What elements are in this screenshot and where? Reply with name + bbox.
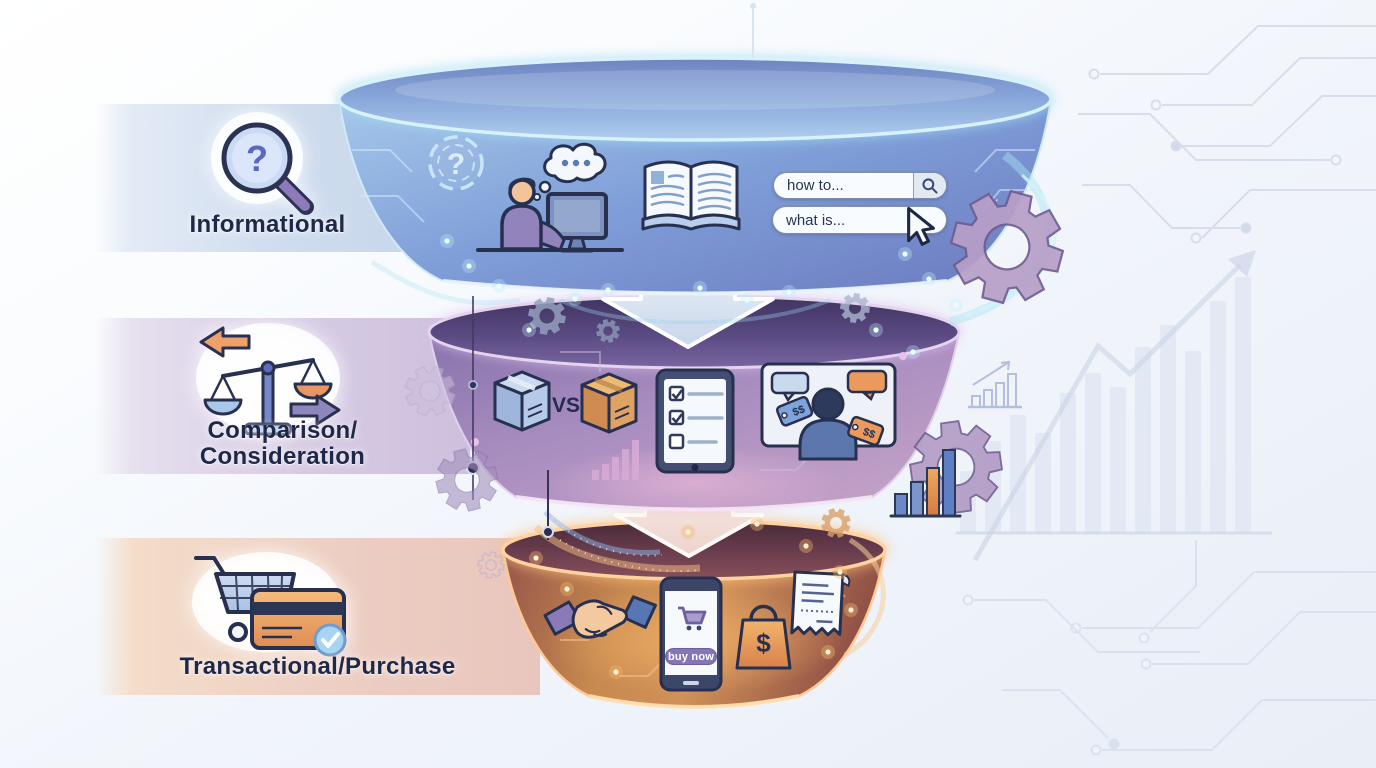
- stage-label-comparison-line1: Comparison/: [207, 417, 358, 444]
- arrow-right-icon: [289, 394, 341, 426]
- stage-band-transactional: Transactional/Purchase: [95, 538, 540, 695]
- speech-bubble-icon: [846, 369, 888, 402]
- search-icon[interactable]: [913, 173, 946, 198]
- receipt-icon: [790, 570, 851, 637]
- price-comparison-panel: $$ $$: [760, 362, 897, 461]
- handshake-icon: [543, 595, 657, 639]
- stage-label-informational: Informational: [189, 211, 346, 238]
- arrow-left-icon: [199, 326, 251, 358]
- vs-label: VS: [552, 394, 580, 417]
- circuit-detail: [560, 351, 811, 471]
- price-tag-icon: $$: [847, 415, 885, 446]
- thought-bubble-icon: [533, 142, 607, 201]
- thinking-person-icon: [476, 142, 624, 253]
- price-tag-label: $$: [861, 426, 877, 441]
- phone-checkout-icon: [659, 576, 723, 692]
- price-tag-label: $$: [791, 403, 807, 419]
- cart-glyph-icon: [678, 606, 707, 631]
- stage-label-comparison-line2: Consideration: [199, 443, 366, 470]
- buy-now-button[interactable]: buy now: [665, 648, 717, 665]
- glow-dots: [440, 234, 963, 679]
- cart-credit-card-icon: [192, 552, 347, 657]
- product-box-blue-icon: [493, 370, 551, 432]
- question-mark: ?: [246, 138, 268, 179]
- circuit-pattern-bottom-right: [962, 540, 1376, 756]
- tablet-checklist-icon: [655, 368, 735, 474]
- speech-bubble-icon: [770, 371, 810, 403]
- trend-arrow-icon: [972, 250, 1256, 562]
- gear-icon: [475, 549, 507, 581]
- magnifier-question-icon: ?: [211, 112, 314, 215]
- price-tag-icon: $$: [775, 395, 814, 427]
- search-bar-how-to[interactable]: how to...: [773, 172, 947, 199]
- circuit-pattern-top-right: [1078, 25, 1376, 244]
- balance-scale-icon: [196, 323, 341, 436]
- question-circle-icon: ?: [428, 135, 484, 191]
- product-box-orange-icon: [580, 372, 638, 434]
- question-mark: ?: [447, 148, 465, 181]
- mini-chart-arrow-icon: [968, 360, 1022, 409]
- search-query: how to...: [787, 177, 844, 194]
- person-silhouette-icon: [798, 387, 858, 461]
- open-book-icon: [641, 160, 741, 231]
- cursor-icon: [907, 206, 935, 246]
- mini-bar-chart-icon: [592, 440, 639, 480]
- shopping-bag-icon: $: [735, 604, 792, 670]
- bag-dollar-label: $: [756, 628, 771, 658]
- colored-bar-chart-icon: [889, 449, 962, 518]
- stage-label-transactional: Transactional/Purchase: [179, 653, 456, 680]
- search-query: what is...: [786, 211, 846, 229]
- check-badge-icon: [313, 623, 347, 657]
